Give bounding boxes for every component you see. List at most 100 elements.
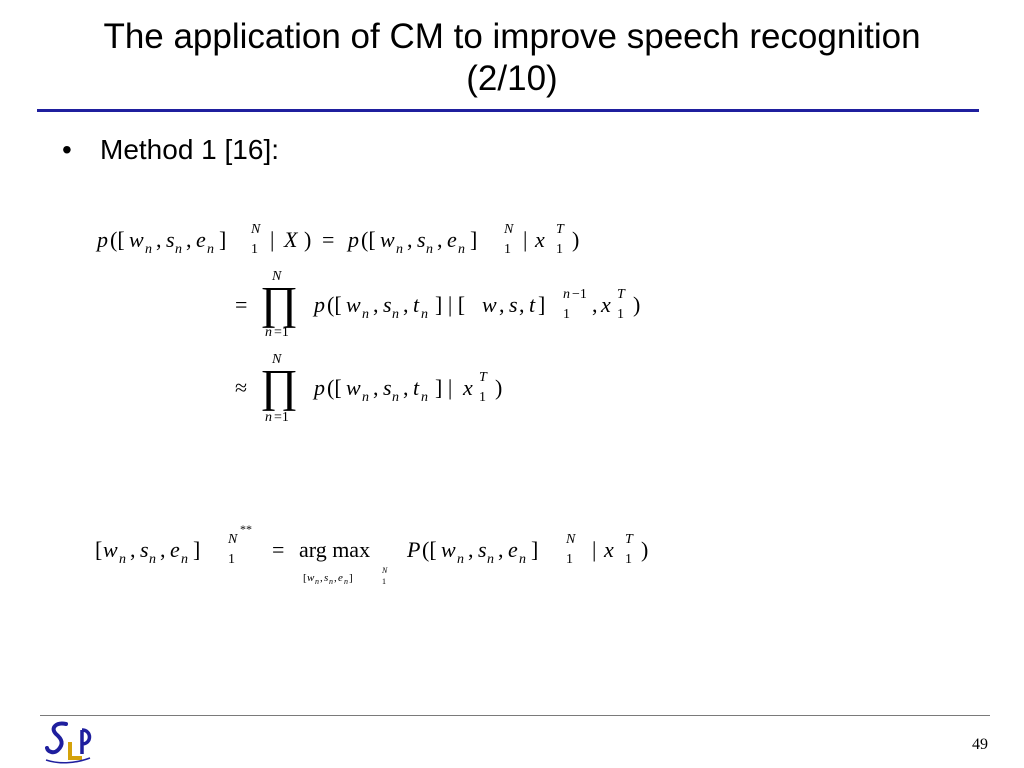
svg-text:([: ([ (110, 227, 125, 252)
svg-text:s: s (383, 292, 392, 317)
svg-text:arg max: arg max (299, 537, 370, 562)
svg-text:n: n (426, 242, 433, 257)
svg-text:): ) (304, 227, 311, 252)
svg-text:): ) (495, 375, 502, 400)
svg-text:|: | (523, 227, 527, 252)
slide-title: The application of CM to improve speech … (20, 16, 1004, 100)
svg-text:T: T (479, 370, 488, 385)
svg-text:,: , (373, 375, 379, 400)
svg-text:T: T (617, 287, 626, 302)
svg-text:n: n (392, 390, 399, 405)
svg-text:p: p (312, 292, 325, 317)
svg-text:s: s (166, 227, 175, 252)
svg-text:x: x (462, 375, 473, 400)
svg-text:w: w (103, 537, 118, 562)
svg-text:=1: =1 (274, 325, 289, 340)
svg-text:([: ([ (422, 537, 437, 562)
svg-text:,: , (403, 375, 409, 400)
svg-text:N: N (271, 269, 282, 284)
svg-text:[: [ (303, 572, 307, 584)
svg-text:e: e (508, 537, 518, 562)
svg-text:**: ** (240, 522, 252, 536)
svg-text:x: x (600, 292, 611, 317)
svg-text:N: N (271, 352, 282, 367)
svg-text:n: n (329, 577, 333, 586)
svg-text:,: , (519, 292, 525, 317)
svg-text:w: w (346, 292, 361, 317)
svg-text:w: w (346, 375, 361, 400)
svg-text:n: n (392, 307, 399, 322)
svg-text:1: 1 (251, 242, 258, 257)
svg-text:n: n (119, 552, 126, 567)
svg-text:,: , (437, 227, 443, 252)
equation-4: [ w n , s n , e n ] N ** 1 = arg max [ w… (95, 522, 648, 586)
svg-text:,: , (320, 572, 323, 584)
title-divider (37, 109, 979, 112)
svg-text:p: p (346, 227, 359, 252)
svg-text:∏: ∏ (260, 277, 298, 328)
equation-1: p ([ w n , s n , e n ] N 1 | X ) = p ([ … (95, 222, 579, 257)
svg-text:w: w (482, 292, 497, 317)
svg-text:,: , (407, 227, 413, 252)
svg-text:,: , (156, 227, 162, 252)
bullet-text: Method 1 [16]: (100, 134, 280, 165)
svg-text:|: | (270, 227, 274, 252)
svg-text:e: e (447, 227, 457, 252)
title-line-2: (2/10) (466, 59, 558, 98)
svg-text:): ) (633, 292, 640, 317)
svg-text:,: , (186, 227, 192, 252)
svg-text:,: , (468, 537, 474, 562)
svg-text:n: n (265, 410, 272, 425)
svg-text:s: s (324, 572, 328, 584)
svg-text:,: , (403, 292, 409, 317)
svg-text:=: = (235, 292, 247, 317)
svg-text:n: n (181, 552, 188, 567)
svg-text:]: ] (470, 227, 477, 252)
svg-text:n: n (265, 325, 272, 340)
svg-text:n: n (315, 577, 319, 586)
svg-text:([: ([ (327, 375, 342, 400)
svg-text:∏: ∏ (260, 360, 298, 411)
svg-text:p: p (312, 375, 325, 400)
svg-text:w: w (129, 227, 144, 252)
svg-text:w: w (380, 227, 395, 252)
svg-text:n: n (175, 242, 182, 257)
svg-text:X: X (283, 227, 299, 252)
svg-text:n: n (487, 552, 494, 567)
page-number: 49 (972, 736, 988, 753)
svg-text:([: ([ (327, 292, 342, 317)
svg-text:n: n (145, 242, 152, 257)
svg-text:[: [ (95, 537, 102, 562)
svg-text:,: , (592, 292, 598, 317)
svg-text:w: w (307, 572, 315, 584)
bullet-dot: • (62, 134, 72, 165)
svg-text:=1: =1 (274, 410, 289, 425)
svg-text:n: n (457, 552, 464, 567)
svg-text:e: e (170, 537, 180, 562)
svg-text:T: T (625, 532, 634, 547)
svg-text:] |: ] | (435, 375, 452, 400)
svg-text:,: , (498, 537, 504, 562)
equation-2: = N ∏ n =1 p ([ w n , s n , t n ] | [ w … (235, 269, 640, 340)
svg-text:t: t (529, 292, 536, 317)
svg-text:([: ([ (361, 227, 376, 252)
svg-text:e: e (338, 572, 343, 584)
svg-text:N: N (565, 532, 576, 547)
svg-text:x: x (603, 537, 614, 562)
svg-text:t: t (413, 292, 420, 317)
svg-text:,: , (334, 572, 337, 584)
svg-text:,: , (160, 537, 166, 562)
svg-text:n: n (207, 242, 214, 257)
svg-text:=: = (272, 537, 284, 562)
svg-text:): ) (641, 537, 648, 562)
svg-text:]: ] (531, 537, 538, 562)
svg-text:1: 1 (479, 390, 486, 405)
svg-text:1: 1 (617, 307, 624, 322)
svg-text:x: x (534, 227, 545, 252)
svg-text:w: w (441, 537, 456, 562)
svg-text:1: 1 (382, 577, 386, 586)
svg-text:T: T (556, 222, 565, 237)
svg-text:]: ] (193, 537, 200, 562)
svg-text:p: p (95, 227, 108, 252)
